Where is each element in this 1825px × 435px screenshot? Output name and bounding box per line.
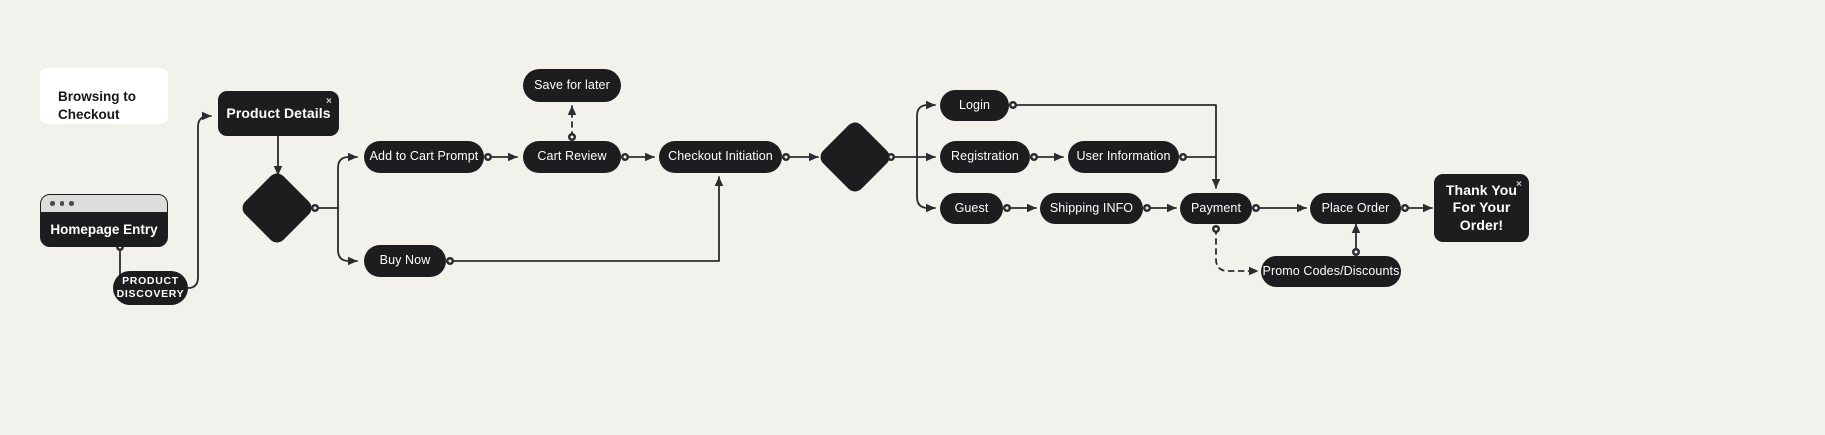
node-cart-review[interactable]: Cart Review	[523, 141, 621, 173]
node-homepage-entry-label: Homepage Entry	[50, 221, 158, 237]
node-decision-one[interactable]	[238, 169, 316, 247]
window-dot-icon	[50, 201, 55, 206]
window-dot-icon	[69, 201, 74, 206]
node-login[interactable]: Login	[940, 90, 1009, 121]
node-add-to-cart-prompt[interactable]: Add to Cart Prompt	[364, 141, 484, 173]
close-icon[interactable]: ×	[326, 96, 332, 107]
node-product-discovery[interactable]: PRODUCT DISCOVERY	[113, 271, 188, 305]
node-product-details-label: Product Details	[226, 104, 331, 121]
node-thank-you-label: Thank You For Your Order!	[1445, 181, 1518, 233]
node-buy-now[interactable]: Buy Now	[364, 245, 446, 277]
browser-titlebar	[41, 195, 167, 212]
node-shipping-info[interactable]: Shipping INFO	[1040, 193, 1143, 224]
node-guest[interactable]: Guest	[940, 193, 1003, 224]
node-payment[interactable]: Payment	[1180, 193, 1252, 224]
node-product-details[interactable]: Product Details ×	[218, 91, 339, 136]
node-thank-you[interactable]: Thank You For Your Order! ×	[1434, 174, 1529, 242]
node-promo-codes[interactable]: Promo Codes/Discounts	[1261, 256, 1401, 287]
node-decision-two[interactable]	[816, 118, 894, 196]
node-user-information[interactable]: User Information	[1068, 141, 1179, 173]
node-homepage-entry[interactable]: Homepage Entry	[40, 194, 168, 247]
node-registration[interactable]: Registration	[940, 141, 1030, 173]
node-checkout-initiation[interactable]: Checkout Initiation	[659, 141, 782, 173]
window-dot-icon	[59, 201, 64, 206]
node-save-for-later[interactable]: Save for later	[523, 69, 621, 102]
page-title-card: Browsing to Checkout	[40, 68, 168, 124]
close-icon[interactable]: ×	[1516, 179, 1522, 190]
node-place-order[interactable]: Place Order	[1310, 193, 1401, 224]
